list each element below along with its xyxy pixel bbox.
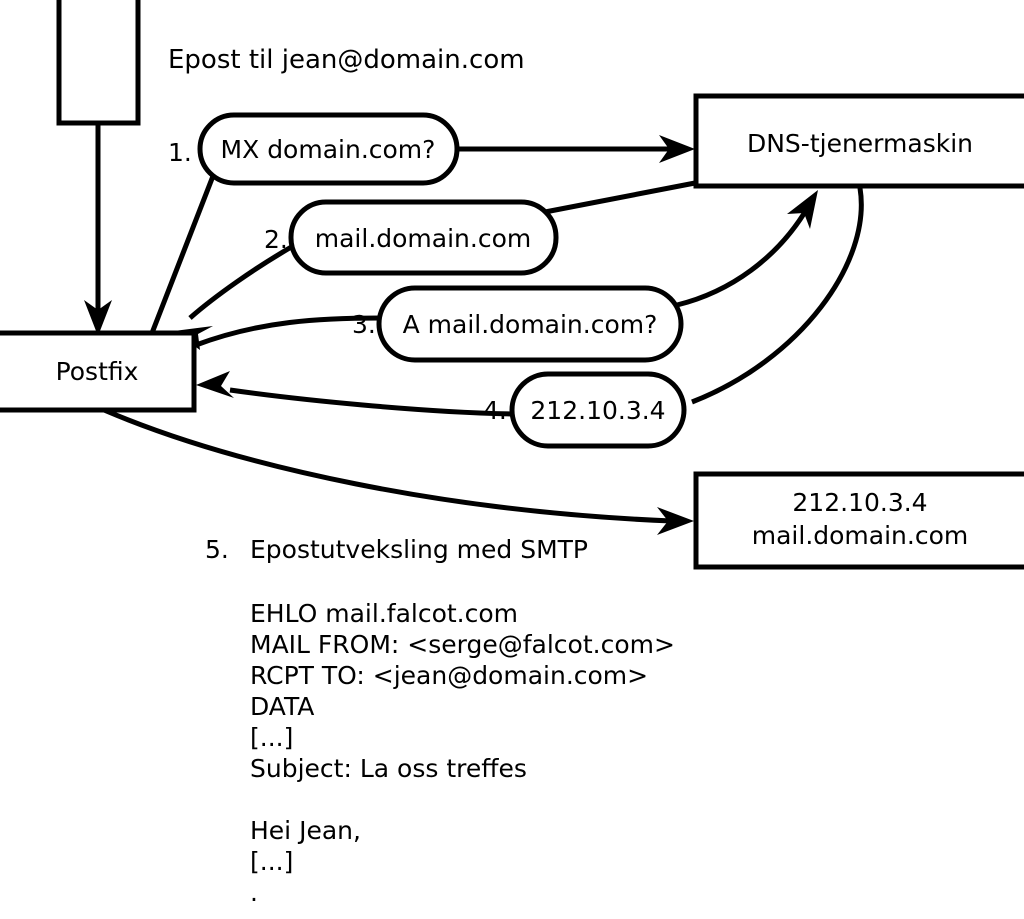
- smtp-transcript-line: [...]: [250, 723, 293, 752]
- step-4-group[interactable]: 4. 212.10.3.4: [483, 371, 687, 449]
- smtp-transcript-line: Subject: La oss treffes: [250, 754, 527, 783]
- step-1-label: MX domain.com?: [221, 135, 436, 164]
- node-postfix-label: Postfix: [56, 357, 139, 386]
- edge-postfix-to-dns-mx-query: [149, 135, 695, 334]
- smtp-transcript-line: .: [250, 878, 258, 907]
- smtp-transcript-line: Hei Jean,: [250, 816, 361, 845]
- smtp-transcript-line: DATA: [250, 692, 314, 721]
- node-mail-server[interactable]: 212.10.3.4 mail.domain.com: [693, 471, 1024, 570]
- arrowhead-a-query-dns: [787, 190, 818, 229]
- step-3-pill[interactable]: [376, 285, 684, 363]
- step-5-label: Epostutveksling med SMTP: [250, 535, 588, 564]
- smtp-transcript-line: [...]: [250, 847, 293, 876]
- step-1-number: 1.: [168, 138, 192, 167]
- arrowhead-a-answer-postfix: [196, 371, 234, 398]
- node-dns-label: DNS-tjenermaskin: [747, 129, 973, 158]
- smtp-transcript-line: MAIL FROM: <serge@falcot.com>: [250, 630, 675, 659]
- step-4-number: 4.: [483, 396, 507, 425]
- node-mail-server-hostname: mail.domain.com: [752, 521, 968, 550]
- edge-dns-to-postfix-a-answer: [196, 187, 864, 417]
- smtp-transcript-line: RCPT TO: <jean@domain.com>: [250, 661, 648, 690]
- node-mail-server-ip: 212.10.3.4: [792, 488, 927, 517]
- arrowhead-client-postfix: [84, 300, 112, 336]
- edge-postfix-to-dns-a-query: [195, 190, 818, 348]
- step-1-pill[interactable]: [197, 112, 460, 186]
- step-3-group[interactable]: 3. A mail.domain.com?: [352, 285, 684, 363]
- node-dns-server[interactable]: DNS-tjenermaskin: [693, 93, 1024, 189]
- step-2-number: 2.: [264, 225, 288, 254]
- step-3-number: 3.: [352, 310, 376, 339]
- edge-client-to-postfix: [84, 123, 112, 336]
- arrowhead-mx-query-dns: [659, 135, 695, 163]
- step-2-pill[interactable]: [288, 199, 559, 276]
- arrowhead-smtp-mailserver: [657, 507, 694, 535]
- smtp-transcript-line: EHLO mail.falcot.com: [250, 599, 518, 628]
- step-1-group[interactable]: 1. MX domain.com?: [168, 112, 460, 186]
- step-3-label: A mail.domain.com?: [403, 310, 658, 339]
- diagram-title: Epost til jean@domain.com: [168, 45, 525, 75]
- edge-postfix-to-mailserver-smtp: [103, 407, 694, 535]
- step-4-pill[interactable]: [509, 371, 687, 449]
- node-client-box[interactable]: [56, 0, 141, 126]
- node-postfix[interactable]: Postfix: [0, 330, 197, 413]
- step-4-label: 212.10.3.4: [530, 396, 665, 425]
- step-2-group[interactable]: 2. mail.domain.com: [264, 199, 559, 276]
- step-5-number: 5.: [205, 535, 229, 564]
- step-2-label: mail.domain.com: [315, 224, 531, 253]
